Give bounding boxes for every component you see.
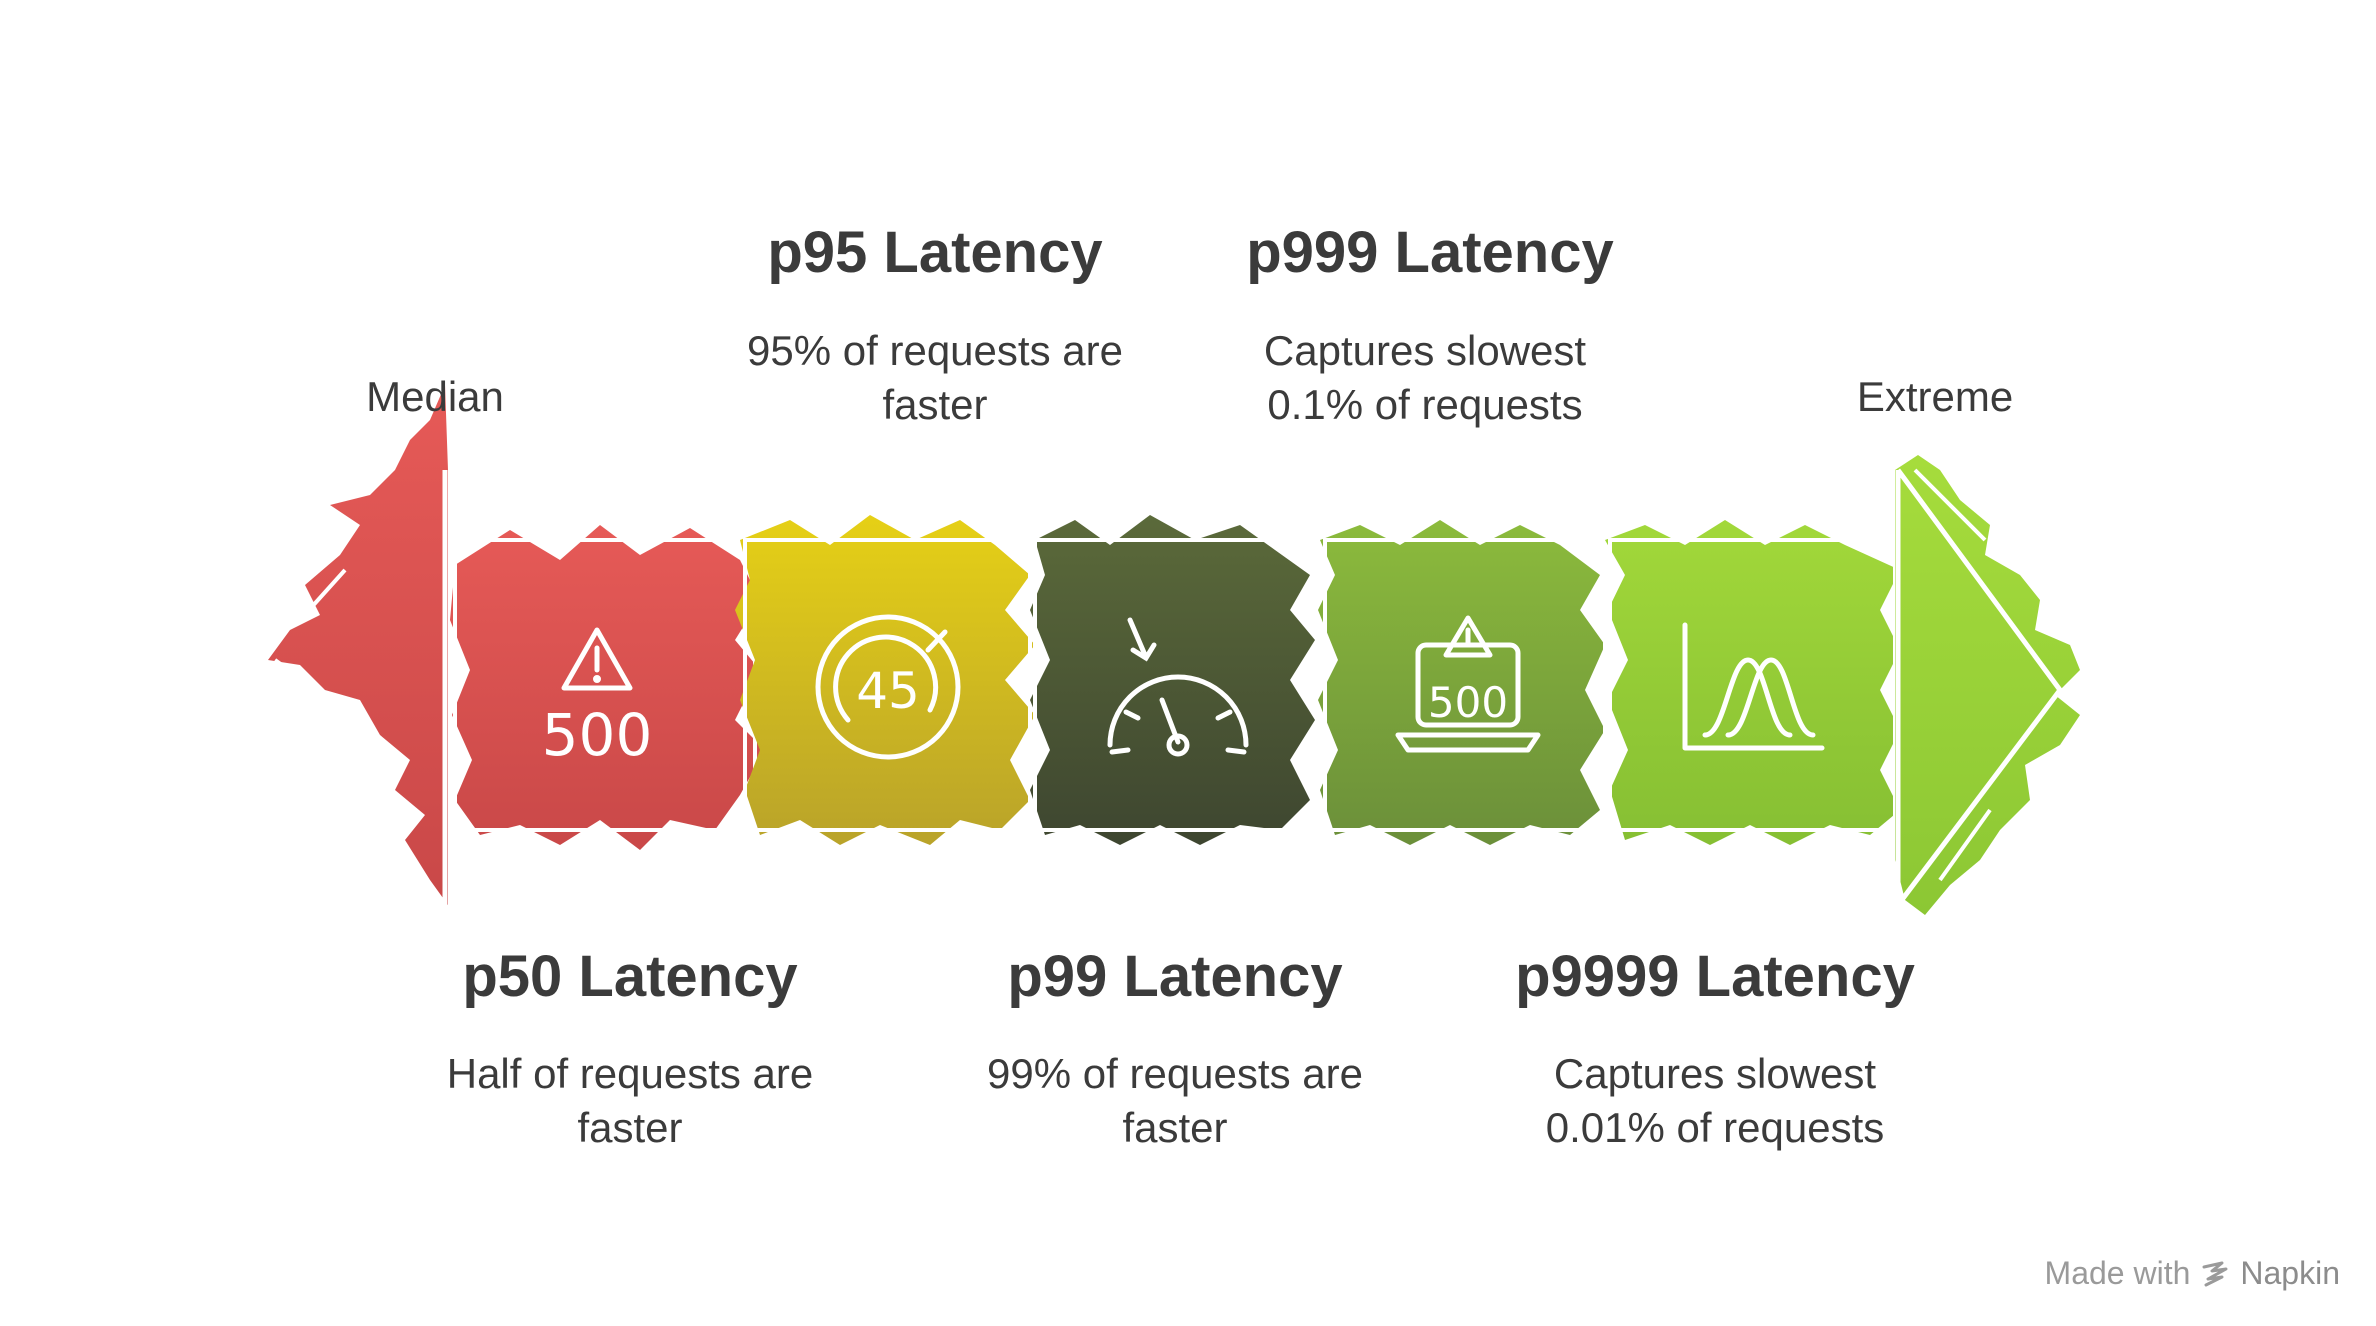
stage-description-p999: Captures slowest 0.1% of requests (1263, 327, 1587, 428)
stage-title-p50: p50 Latency (462, 944, 798, 1009)
stage-description-p99: 99% of requests are faster (987, 1050, 1363, 1151)
stage-description-p95: 95% of requests are faster (747, 327, 1123, 428)
speedometer-icon (1107, 617, 1249, 757)
left-end-label: Median (366, 373, 504, 420)
svg-text:500: 500 (1428, 678, 1508, 727)
right-end-label: Extreme (1856, 373, 2014, 420)
arrow-tail (268, 385, 448, 910)
watermark-brand: Napkin (2240, 1255, 2340, 1291)
stage-box-p95 (735, 515, 1035, 845)
made-with-napkin-watermark: Made with Napkin (2045, 1255, 2340, 1292)
stage-title-p99: p99 Latency (1007, 944, 1343, 1009)
warning-500-icon: 500 (542, 627, 653, 769)
stage-description-p50: Half of requests are faster (446, 1050, 814, 1151)
svg-text:500: 500 (542, 701, 653, 769)
stage-box-p9999 (1605, 520, 1900, 845)
stage-description-p9999: Captures slowest 0.01% of requests (1545, 1050, 1885, 1151)
stage-title-p95: p95 Latency (767, 220, 1103, 285)
arrow-head (1895, 455, 2080, 915)
svg-text:45: 45 (856, 662, 920, 720)
stage-box-p99 (1030, 515, 1322, 845)
laptop-warning-500-icon: 500 (1395, 615, 1541, 753)
watermark-prefix: Made with (2044, 1255, 2191, 1291)
stage-title-p9999: p9999 Latency (1515, 944, 1915, 1009)
stage-title-p999: p999 Latency (1246, 220, 1614, 285)
napkin-logo-icon (2202, 1261, 2228, 1286)
stage-box-p999 (1318, 520, 1607, 845)
timer-45-icon: 45 (815, 614, 961, 760)
distribution-curve-icon (1682, 622, 1825, 751)
